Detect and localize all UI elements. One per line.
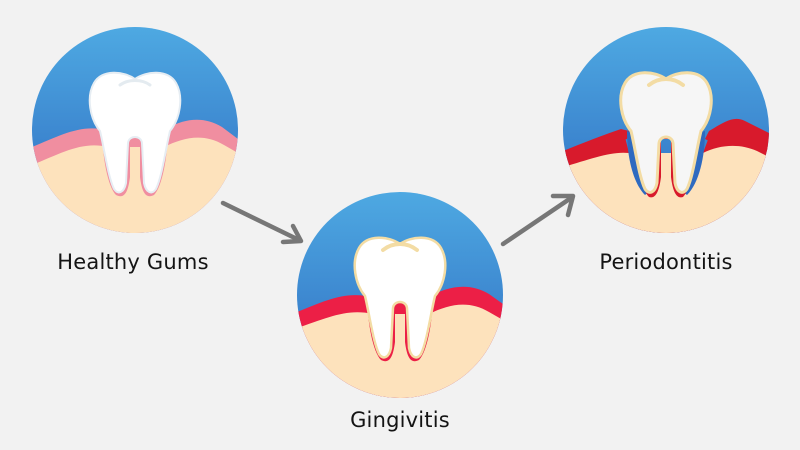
stage-label-periodontitis: Periodontitis xyxy=(599,250,733,274)
periodontitis-tooth-icon xyxy=(563,27,769,233)
healthy-gums-illustration xyxy=(32,27,238,233)
arrow-down-right-icon xyxy=(220,200,304,245)
arrow-up-right-icon xyxy=(500,193,576,247)
gingivitis-illustration xyxy=(297,192,503,398)
gingivitis-tooth-icon xyxy=(297,192,503,398)
periodontitis-illustration xyxy=(563,27,769,233)
stage-label-healthy-gums: Healthy Gums xyxy=(57,250,209,274)
stage-label-gingivitis: Gingivitis xyxy=(350,408,450,432)
healthy-tooth-icon xyxy=(32,27,238,233)
